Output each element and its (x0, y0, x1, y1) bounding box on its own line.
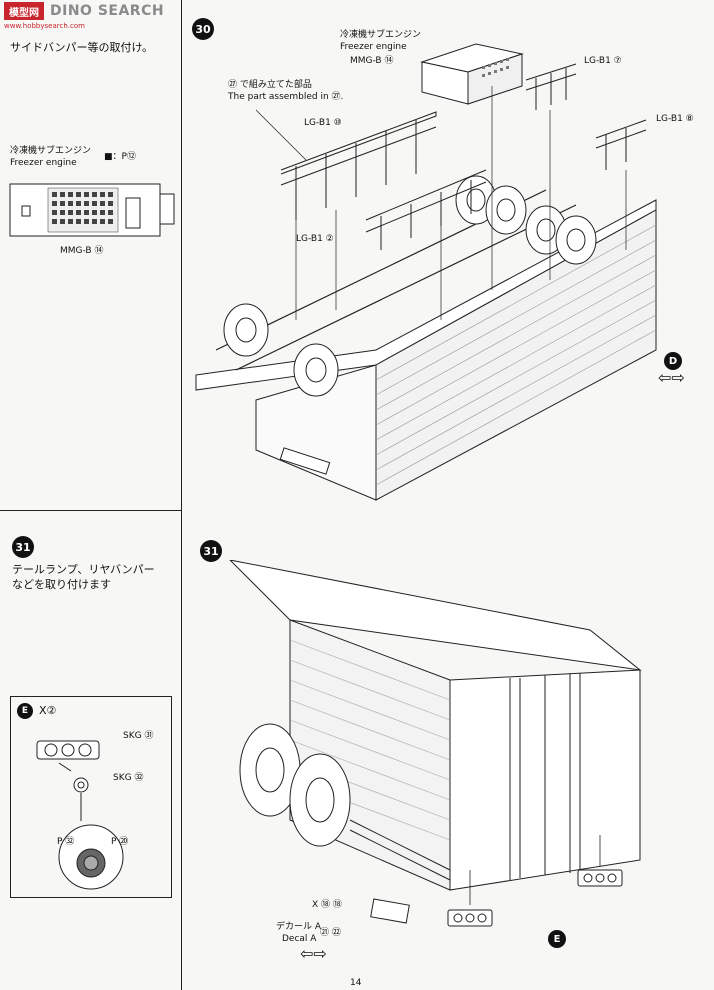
lg-b1-2-label: LG-B1 ② (296, 234, 334, 244)
step-31-text-line1: テールランプ、リヤバンパー (12, 563, 155, 576)
x-18-label: X ⑱ ⑱ (312, 900, 342, 910)
paint-ref-num: ⑫ (126, 152, 136, 162)
step-30-badge: 30 (192, 18, 214, 40)
freezer-label-jp: 冷凍機サブエンジン (10, 146, 92, 156)
paint-ref-label: ■：P (104, 152, 127, 162)
direction-arrow-decal: ⇦⇨ (300, 944, 327, 963)
side-bumper-title: サイドバンパー等の取付け。 (10, 41, 153, 54)
lamp-parts-drawing (36, 740, 100, 821)
side-underrun-guard (349, 819, 451, 881)
lg-b1-7-label: LG-B1 ⑦ (584, 56, 622, 66)
tail-lamp-clusters (370, 869, 623, 927)
step31-e-badge: E (548, 930, 566, 948)
watermark-logo: 模型网 (4, 2, 44, 20)
step-31-text-line2: などを取り付けます (12, 578, 111, 591)
lg-b1-8-label: LG-B1 ⑧ (656, 114, 694, 124)
paint-ref: ■：P⑫ (104, 152, 136, 163)
freezer-engine-box (420, 43, 524, 105)
step30-freezer-en: Freezer engine (340, 42, 407, 52)
x-mark: X② (39, 704, 57, 717)
decal-a-en: Decal A (282, 934, 317, 944)
step30-freezer-jp: 冷凍機サブエンジン (340, 30, 422, 40)
rear-wheels (239, 723, 351, 847)
direction-arrow-d: ⇦⇨ (658, 368, 685, 387)
assembled-part-jp: ㉗ で組み立てた部品 (228, 80, 312, 90)
wheels (223, 175, 597, 397)
paint-p82: P ㉜ (57, 837, 75, 847)
paint-p90: P ⑳ (111, 837, 129, 847)
skg-81-label: SKG ㉛ (123, 731, 154, 741)
page-number: 14 (350, 978, 362, 988)
decal-a-jp: デカール A (276, 922, 322, 932)
freezer-part-label: MMG-B ⑭ (60, 246, 104, 256)
skg-82-label: SKG ㉜ (113, 773, 144, 783)
side-guard-rails (280, 63, 647, 250)
freezer-engine-drawing (9, 183, 175, 237)
lg-b1-10-label: LG-B1 ⑩ (304, 118, 342, 128)
step30-mmg-label: MMG-B ⑭ (350, 56, 394, 66)
column-divider (181, 0, 182, 990)
step30-assembly-drawing (195, 43, 657, 501)
arrow-d-badge: D (664, 352, 682, 370)
step-31-badge: 31 (200, 540, 222, 562)
watermark-sub: www.hobbysearch.com (4, 22, 85, 30)
rear-doors (509, 673, 581, 880)
assembled-part-en: The part assembled in ㉗. (228, 92, 344, 102)
detail-box-e: E X② SKG ㉛ SKG ㉜ P ㉜ P ⑳ (10, 696, 172, 898)
step-31-badge-left: 31 (12, 536, 34, 558)
decal-nums: ㉑ ㉒ (320, 928, 341, 938)
side-bumper (279, 447, 331, 475)
detail-e-badge: E (17, 703, 33, 719)
freezer-label-en: Freezer engine (10, 158, 77, 168)
lamp-circle-inset (58, 824, 124, 890)
left-section-divider (0, 510, 181, 511)
watermark-text: DINO SEARCH (50, 3, 165, 19)
step31-rear-drawing (229, 560, 642, 927)
trailer-rear-body (229, 560, 642, 891)
watermark: 模型网 DINO SEARCH (0, 0, 164, 22)
